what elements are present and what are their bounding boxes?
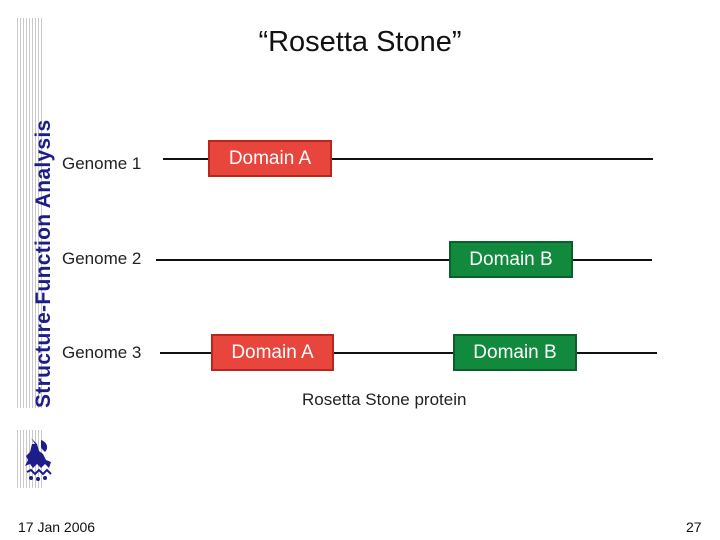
genome-1-line <box>163 158 653 160</box>
genome-3-line <box>160 352 657 354</box>
genome-3-domain-b: Domain B <box>453 334 577 371</box>
domain-a-label: Domain A <box>228 147 312 169</box>
genome-3-label: Genome 3 <box>62 343 142 362</box>
domain-b-label: Domain B <box>469 248 553 270</box>
genome-1-domain-a: Domain A <box>208 140 332 177</box>
decorative-stripes <box>17 18 43 408</box>
genome-1-label: Genome 1 <box>62 154 142 173</box>
section-title-vertical: Structure-Function Analysis <box>32 119 55 408</box>
genome-2-domain-b: Domain B <box>449 241 573 278</box>
footer-date: 17 Jan 2006 <box>18 519 96 535</box>
slide-title: “Rosetta Stone” <box>258 26 462 58</box>
genome-3-domain-a: Domain A <box>211 334 334 371</box>
university-logo-icon <box>25 438 52 481</box>
rosetta-stone-caption: Rosetta Stone protein <box>302 390 467 409</box>
genome-2-label: Genome 2 <box>62 249 142 268</box>
page-number: 27 <box>686 519 702 535</box>
domain-a-label: Domain A <box>231 341 314 363</box>
genome-2-line <box>156 259 652 261</box>
domain-b-label: Domain B <box>473 341 557 363</box>
